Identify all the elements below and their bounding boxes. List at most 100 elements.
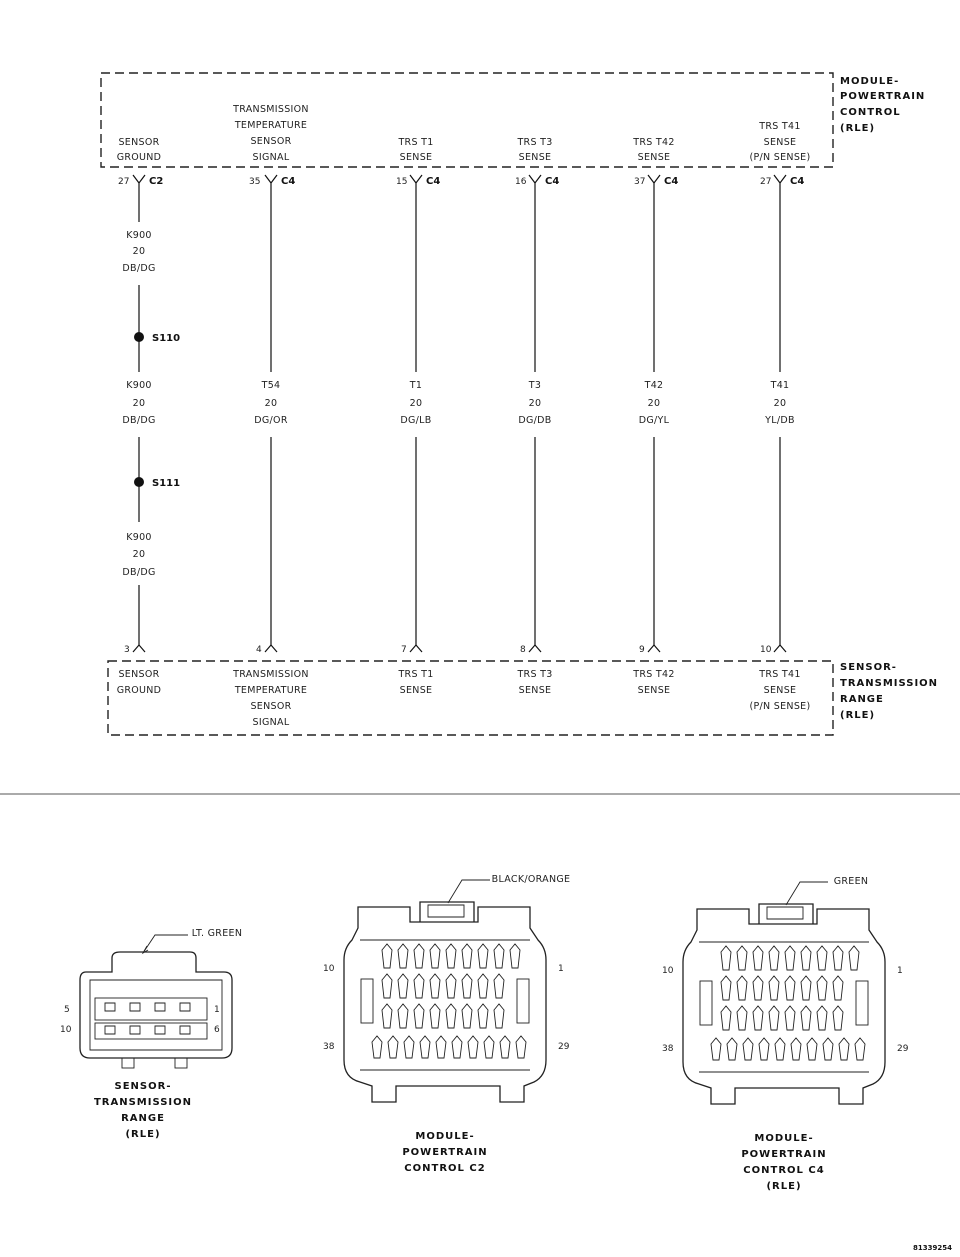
svg-text:SENSE: SENSE xyxy=(638,152,671,163)
trs-pin-number: 3 xyxy=(124,645,130,655)
svg-text:CONTROL: CONTROL xyxy=(840,107,901,118)
pcm-connector-id: C4 xyxy=(664,176,678,187)
figure-id: 81339254 xyxy=(913,1244,952,1252)
svg-text:DG/LB: DG/LB xyxy=(400,415,431,426)
trs-label: SENSOR xyxy=(118,669,159,680)
svg-text:T42: T42 xyxy=(644,380,664,391)
pcm-pin-number: 27 xyxy=(760,177,771,187)
svg-text:POWERTRAIN: POWERTRAIN xyxy=(402,1147,487,1158)
connector-color-label: LT. GREEN xyxy=(192,928,242,939)
svg-text:20: 20 xyxy=(529,398,542,409)
svg-text:T54: T54 xyxy=(261,380,281,391)
trs-connector-face: LT. GREEN 5 1 10 6 SENSOR- TRANSMISSION … xyxy=(60,928,242,1140)
svg-text:TRS T3: TRS T3 xyxy=(516,669,552,680)
pcm-c4-connector-face: GREEN 10 1 38 29 MODULE- POWERTRAIN CONT… xyxy=(662,876,909,1192)
svg-text:20: 20 xyxy=(133,549,146,560)
svg-text:DG/DB: DG/DB xyxy=(518,415,551,426)
svg-text:T1: T1 xyxy=(409,380,422,391)
trs-pin-number: 7 xyxy=(401,645,407,655)
svg-text:MODULE-: MODULE- xyxy=(840,76,899,87)
svg-text:SENSE: SENSE xyxy=(764,685,797,696)
female-terminal-icon xyxy=(647,174,661,190)
male-terminal-icon xyxy=(528,644,542,653)
pcm-pin-number: 35 xyxy=(249,177,260,187)
svg-text:20: 20 xyxy=(133,246,146,257)
female-terminal-icon xyxy=(264,174,278,190)
svg-text:SENSE: SENSE xyxy=(519,685,552,696)
circuit-trs-t41: TRS T41 SENSE (P/N SENSE) 27 C4 T41 20 Y… xyxy=(750,121,811,712)
trs-title: SENSOR- TRANSMISSION RANGE (RLE) xyxy=(840,662,938,721)
svg-text:YL/DB: YL/DB xyxy=(764,415,795,426)
splice-dot-icon xyxy=(134,477,144,487)
svg-text:10: 10 xyxy=(662,966,674,976)
trs-pin-number: 4 xyxy=(256,645,262,655)
svg-text:T3: T3 xyxy=(528,380,541,391)
svg-text:SIGNAL: SIGNAL xyxy=(253,717,290,728)
svg-text:38: 38 xyxy=(323,1042,335,1052)
svg-text:20: 20 xyxy=(265,398,278,409)
svg-text:10: 10 xyxy=(60,1025,72,1035)
svg-text:SENSE: SENSE xyxy=(519,152,552,163)
pcm-connector-id: C2 xyxy=(149,176,163,187)
pcm-connector-id: C4 xyxy=(545,176,559,187)
pcm-dashed-box xyxy=(100,72,834,168)
svg-text:1: 1 xyxy=(214,1005,220,1015)
svg-text:POWERTRAIN: POWERTRAIN xyxy=(840,91,925,102)
pcm-pin-number: 15 xyxy=(396,177,407,187)
splice-id: S110 xyxy=(152,333,180,344)
svg-text:DB/DG: DB/DG xyxy=(122,415,155,426)
svg-text:(RLE): (RLE) xyxy=(766,1181,801,1192)
svg-text:RANGE: RANGE xyxy=(840,694,884,705)
trs-pin-number: 10 xyxy=(760,645,772,655)
pcm-c2-connector-face: BLACK/ORANGE 10 1 38 29 MODULE- POWERTRA… xyxy=(323,874,570,1174)
connector-color-label: BLACK/ORANGE xyxy=(492,874,571,885)
svg-text:(RLE): (RLE) xyxy=(125,1129,160,1140)
svg-text:20: 20 xyxy=(133,398,146,409)
svg-text:SENSE: SENSE xyxy=(400,685,433,696)
trs-pin-number: 9 xyxy=(639,645,645,655)
svg-text:RANGE: RANGE xyxy=(121,1113,165,1124)
svg-text:20: 20 xyxy=(648,398,661,409)
male-terminal-icon xyxy=(264,644,278,653)
svg-text:SENSOR-: SENSOR- xyxy=(840,662,897,673)
trs-pin-number: 8 xyxy=(520,645,526,655)
svg-text:(RLE): (RLE) xyxy=(840,123,875,134)
pcm-pin-number: 37 xyxy=(634,177,645,187)
svg-text:DG/OR: DG/OR xyxy=(254,415,288,426)
pcm-label: GROUND xyxy=(117,152,162,163)
svg-text:TRANSMISSION: TRANSMISSION xyxy=(232,669,309,680)
svg-text:6: 6 xyxy=(214,1025,220,1035)
trs-label: GROUND xyxy=(117,685,162,696)
svg-text:TRS T1: TRS T1 xyxy=(397,137,433,148)
female-terminal-icon xyxy=(132,174,146,190)
female-terminal-icon xyxy=(773,174,787,190)
male-terminal-icon xyxy=(773,644,787,653)
svg-text:K900: K900 xyxy=(126,380,152,391)
pcm-label: SENSOR xyxy=(118,137,159,148)
pcm-c4-pin-grid xyxy=(710,945,866,1061)
svg-text:TRS T3: TRS T3 xyxy=(516,137,552,148)
svg-text:DB/DG: DB/DG xyxy=(122,567,155,578)
svg-text:SENSOR: SENSOR xyxy=(250,701,291,712)
svg-text:DG/YL: DG/YL xyxy=(639,415,670,426)
svg-text:1: 1 xyxy=(897,966,903,976)
svg-text:SENSE: SENSE xyxy=(400,152,433,163)
circuit-trans-temp-signal: TRANSMISSION TEMPERATURE SENSOR SIGNAL 3… xyxy=(232,104,309,728)
svg-text:(RLE): (RLE) xyxy=(840,710,875,721)
svg-text:(P/N SENSE): (P/N SENSE) xyxy=(750,152,811,163)
trs-dashed-box xyxy=(107,660,834,736)
svg-text:TEMPERATURE: TEMPERATURE xyxy=(234,685,307,696)
svg-text:SENSE: SENSE xyxy=(764,137,797,148)
svg-text:SENSOR-: SENSOR- xyxy=(115,1081,172,1092)
circuit-trs-t3: TRS T3 SENSE 16 C4 T3 20 DG/DB 8 TRS T3 … xyxy=(515,137,559,696)
svg-text:20: 20 xyxy=(774,398,787,409)
pcm-connector-id: C4 xyxy=(426,176,440,187)
pcm-connector-id: C4 xyxy=(790,176,804,187)
svg-text:TRS T42: TRS T42 xyxy=(632,669,674,680)
pcm-connector-id: C4 xyxy=(281,176,295,187)
svg-text:T41: T41 xyxy=(770,380,790,391)
svg-text:POWERTRAIN: POWERTRAIN xyxy=(741,1149,826,1160)
svg-text:TRANSMISSION: TRANSMISSION xyxy=(840,678,938,689)
pcm-pin-number: 16 xyxy=(515,177,527,187)
